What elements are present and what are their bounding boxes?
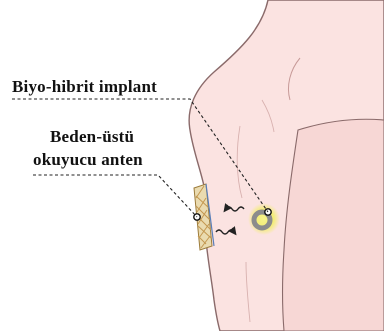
implant-label: Biyo-hibrit implant (12, 77, 157, 97)
arm-shape (283, 119, 384, 331)
antenna-leader-line (33, 175, 197, 217)
antenna-label-line-2: okuyucu anten (33, 150, 143, 170)
antenna-label-line-1: Beden-üstü (50, 127, 134, 147)
